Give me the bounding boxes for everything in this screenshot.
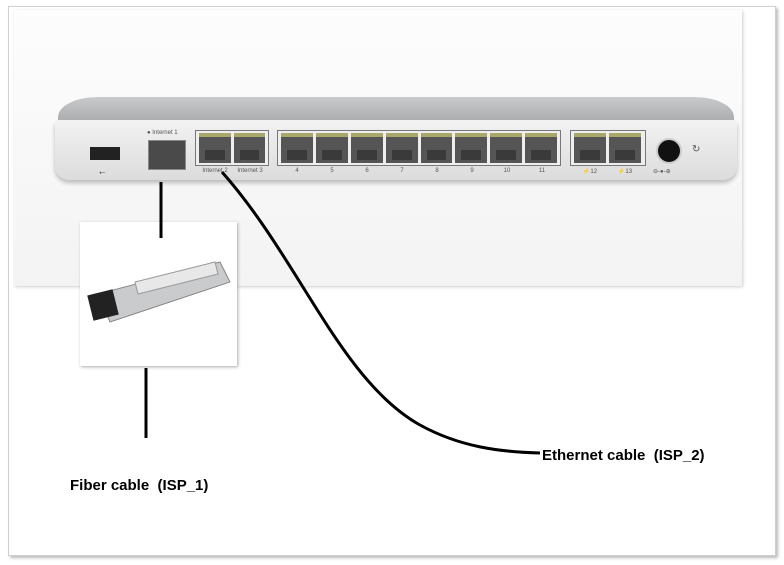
ethernet-port [455, 133, 488, 163]
ethernet-cable [220, 171, 541, 455]
router-top-panel [58, 97, 734, 123]
sfp-port [148, 140, 186, 170]
port-label: 8 [435, 168, 439, 174]
ethernet-port [385, 133, 418, 163]
router-rear-panel: ⭠ ● Internet 1 ⊖-●-⊕ ↻ Internet 2 Interne… [55, 120, 737, 180]
port-label: ⚡13 [617, 169, 633, 175]
reset-icon: ↻ [692, 144, 701, 155]
sfp-label: ● Internet 1 [147, 130, 178, 136]
port-label: 10 [503, 168, 511, 174]
port-label: 6 [365, 168, 369, 174]
usb-icon: ⭠ [99, 168, 106, 177]
ethernet-port [574, 133, 606, 163]
port-label: 4 [295, 168, 299, 174]
ethernet-port [490, 133, 523, 163]
ethernet-port [281, 133, 313, 163]
port-label: Internet 2 [202, 168, 228, 174]
fiber-cable-caption: Fiber cable (ISP_1) [70, 477, 209, 494]
port-label: 5 [330, 168, 334, 174]
ethernet-port [525, 133, 557, 163]
ethernet-cable-caption: Ethernet cable (ISP_2) [542, 447, 705, 464]
sfp-module-icon [87, 261, 231, 323]
port-label: 9 [470, 168, 474, 174]
ethernet-port [420, 133, 453, 163]
port-group-lan [277, 130, 561, 166]
power-label: ⊖-●-⊕ [653, 169, 671, 175]
power-jack [656, 138, 682, 164]
ethernet-port [609, 133, 641, 163]
sfp-module-image [80, 222, 237, 366]
port-label: 11 [538, 168, 546, 174]
ethernet-port [315, 133, 348, 163]
port-label: ⚡12 [582, 169, 598, 175]
ethernet-port [350, 133, 383, 163]
port-label: Internet 3 [237, 168, 263, 174]
ethernet-port [199, 133, 231, 163]
port-group-poe [570, 130, 646, 166]
usb-port [90, 147, 120, 160]
port-label: 7 [400, 168, 404, 174]
port-group-internet [195, 130, 269, 166]
ethernet-port [233, 133, 265, 163]
